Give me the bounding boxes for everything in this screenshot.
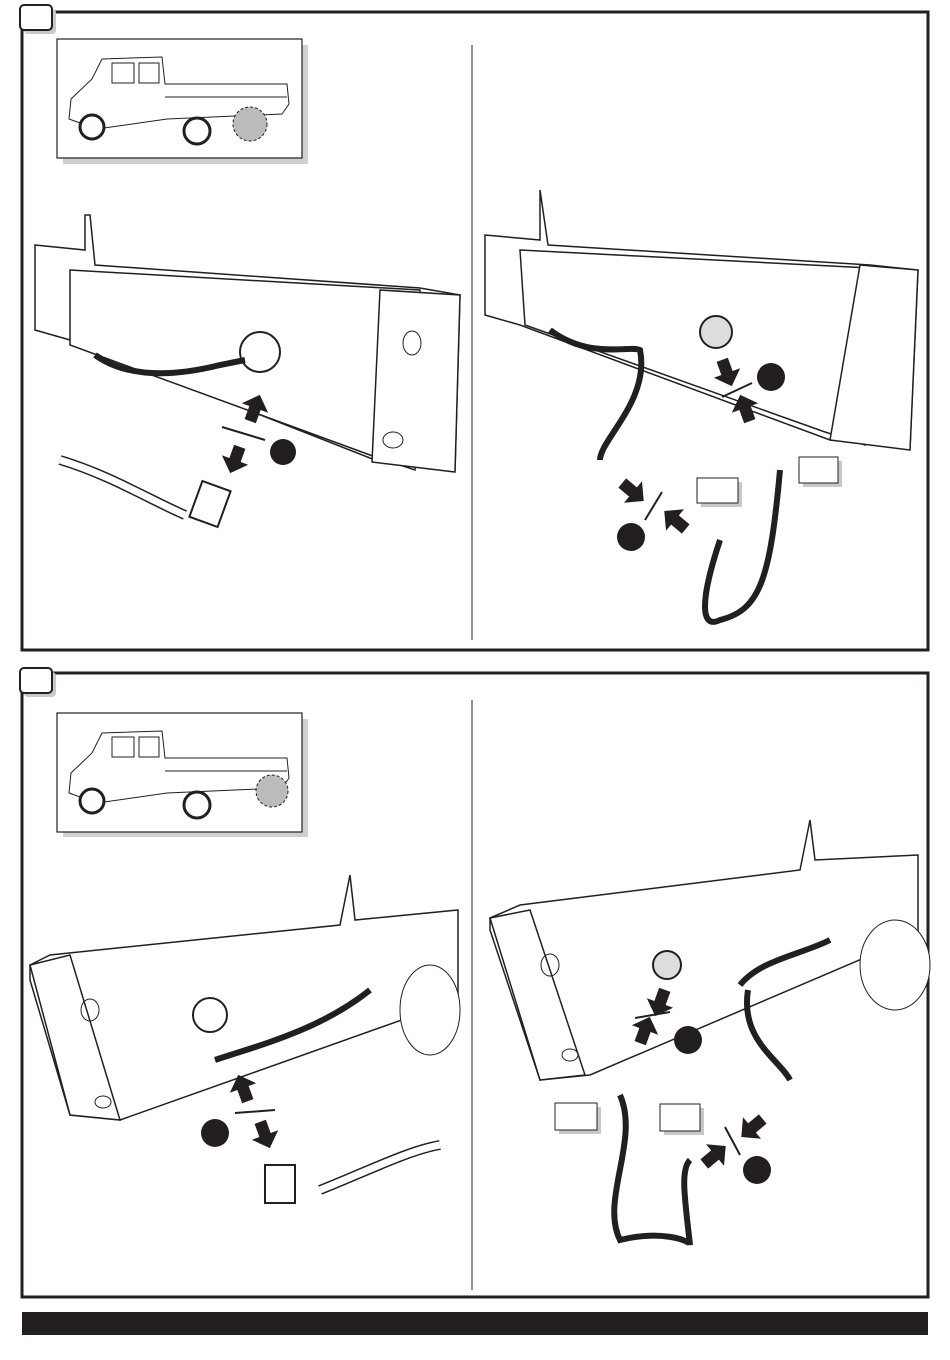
truck-thumbnail: [57, 713, 308, 837]
bumper-right-view: [490, 820, 930, 1245]
callout-dot: [674, 1026, 702, 1054]
truck-thumbnail: [57, 39, 308, 164]
arrow-disconnect-icon: [217, 442, 253, 478]
arrow-disconnect-icon: [247, 1117, 283, 1153]
callout-dot: [270, 439, 296, 465]
part-label-box: [555, 1103, 597, 1130]
step-number-tab: [20, 5, 52, 30]
bumper-left-view: [30, 875, 460, 1203]
arrow-icon: [655, 500, 694, 539]
bumper-right-view: [485, 190, 918, 622]
step-2-panel: [20, 668, 930, 1297]
arrow-icon: [695, 1135, 734, 1174]
bumper-left-view: [35, 215, 460, 527]
callout-dot: [757, 363, 785, 391]
callout-dot: [617, 523, 645, 551]
part-label-box: [799, 457, 838, 483]
arrow-icon: [613, 472, 652, 511]
footer-bar: [22, 1312, 928, 1335]
arrow-icon: [732, 1108, 771, 1147]
step-1-panel: [20, 5, 928, 650]
part-label-box: [660, 1104, 700, 1131]
step-number-tab: [20, 668, 52, 693]
callout-dot: [201, 1119, 229, 1147]
callout-dot: [743, 1156, 771, 1184]
part-label-box: [697, 478, 738, 503]
